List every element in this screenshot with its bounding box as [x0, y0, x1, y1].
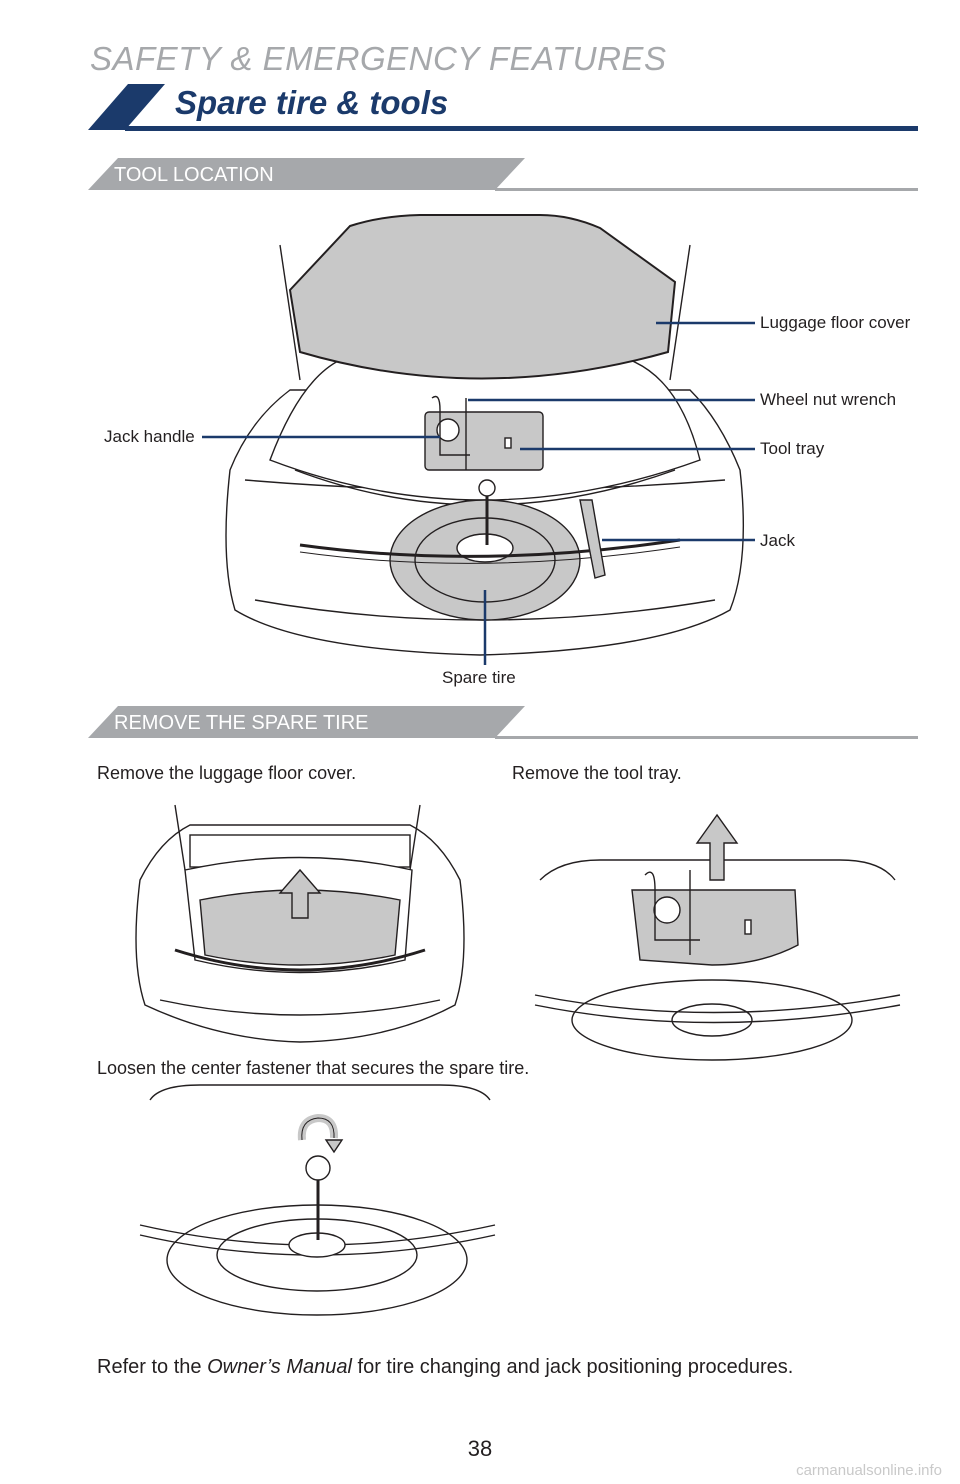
remove-spare-heading: REMOVE THE SPARE TIRE [114, 712, 369, 734]
trunk-illustration [225, 214, 745, 656]
title-band [88, 84, 918, 131]
watermark: carmanualsonline.info [796, 1462, 942, 1479]
step3-illustration [139, 1084, 496, 1316]
footer-note-prefix: Refer to the [97, 1356, 208, 1378]
callout-spare-tire: Spare tire [442, 668, 516, 687]
step1-illustration [135, 804, 465, 1043]
owners-manual-reference: Owner’s Manual [207, 1356, 352, 1378]
callout-jack: Jack [760, 531, 795, 550]
callout-luggage-floor-cover: Luggage floor cover [760, 313, 911, 332]
tool-location-band [88, 158, 918, 191]
tool-location-heading: TOOL LOCATION [114, 164, 274, 186]
callout-lines [202, 321, 755, 665]
footer-note-suffix: for tire changing and jack positioning p… [351, 1356, 794, 1378]
step-1-text: Remove the luggage floor cover. [97, 763, 357, 783]
callout-wheel-nut-wrench: Wheel nut wrench [760, 390, 897, 409]
footer-note: Refer to the Owner’s Manual for tire cha… [97, 1356, 793, 1379]
section-title: SAFETY & EMERGENCY FEATURES [90, 40, 667, 77]
step-2-text: Remove the tool tray. [512, 763, 682, 783]
step2-illustration [534, 813, 901, 1061]
page-title: Spare tire & tools [175, 84, 449, 121]
step-3-text: Loosen the center fastener that secures … [97, 1058, 530, 1078]
callout-jack-handle: Jack handle [104, 427, 195, 446]
callout-tool-tray: Tool tray [760, 439, 825, 458]
remove-band [88, 706, 918, 739]
page-number: 38 [467, 1436, 493, 1461]
